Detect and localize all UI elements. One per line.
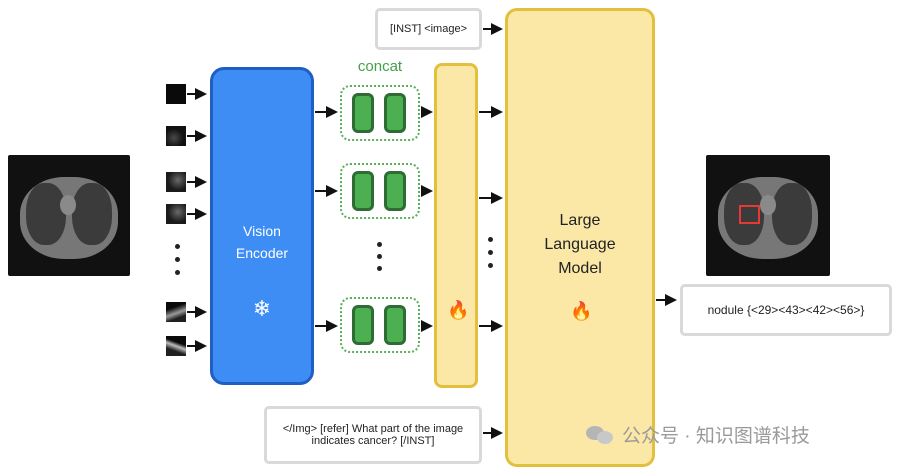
bounding-box-marker bbox=[739, 205, 760, 224]
concat-label: concat bbox=[357, 58, 403, 75]
ellipsis-dot bbox=[175, 257, 180, 262]
image-patch-tile bbox=[166, 336, 186, 356]
watermark-text: 公众号 · 知识图谱科技 bbox=[622, 426, 810, 447]
ellipsis-dot bbox=[175, 270, 180, 275]
visual-token bbox=[384, 305, 406, 345]
llm-label: Large Language Model bbox=[544, 212, 616, 277]
watermark: 公众号 · 知识图谱科技 bbox=[586, 421, 810, 448]
visual-token bbox=[384, 171, 406, 211]
input-ct-scan-image bbox=[8, 155, 130, 276]
token-group bbox=[340, 297, 420, 353]
flame-icon: 🔥 bbox=[447, 300, 470, 320]
ellipsis-dot bbox=[377, 254, 382, 259]
image-patch-tile bbox=[166, 204, 186, 224]
visual-token bbox=[352, 305, 374, 345]
instruction-input-text: [INST] <image> bbox=[389, 23, 468, 35]
image-patch-tile bbox=[166, 172, 186, 192]
image-patch-tile bbox=[166, 84, 186, 104]
projection-layer-block: 🔥 bbox=[434, 63, 478, 388]
image-patch-tile bbox=[166, 302, 186, 322]
flame-icon: 🔥 bbox=[570, 301, 593, 321]
ellipsis-dot bbox=[488, 250, 493, 255]
instruction-input-box: [INST] <image> bbox=[375, 8, 482, 50]
prompt-input-text: </Img> [refer] What part of the image in… bbox=[282, 423, 464, 447]
output-text: nodule {<29><43><42><56>} bbox=[707, 303, 865, 317]
visual-token bbox=[352, 93, 374, 133]
output-box: nodule {<29><43><42><56>} bbox=[680, 284, 892, 336]
ellipsis-dot bbox=[377, 242, 382, 247]
ellipsis-dot bbox=[175, 244, 180, 249]
vision-encoder-label: Vision Encoder bbox=[235, 223, 289, 261]
image-patch-tile bbox=[166, 126, 186, 146]
ellipsis-dot bbox=[377, 266, 382, 271]
prompt-input-box: </Img> [refer] What part of the image in… bbox=[264, 406, 482, 464]
large-language-model-block: Large Language Model 🔥 bbox=[505, 8, 655, 467]
output-ct-scan-image bbox=[706, 155, 830, 276]
ellipsis-dot bbox=[488, 263, 493, 268]
ellipsis-dot bbox=[488, 237, 493, 242]
token-group bbox=[340, 85, 420, 141]
visual-token bbox=[384, 93, 406, 133]
token-group bbox=[340, 163, 420, 219]
visual-token bbox=[352, 171, 374, 211]
snowflake-icon: ❄ bbox=[252, 296, 272, 321]
wechat-icon bbox=[586, 424, 616, 446]
vision-encoder-block: Vision Encoder ❄ bbox=[210, 67, 314, 385]
